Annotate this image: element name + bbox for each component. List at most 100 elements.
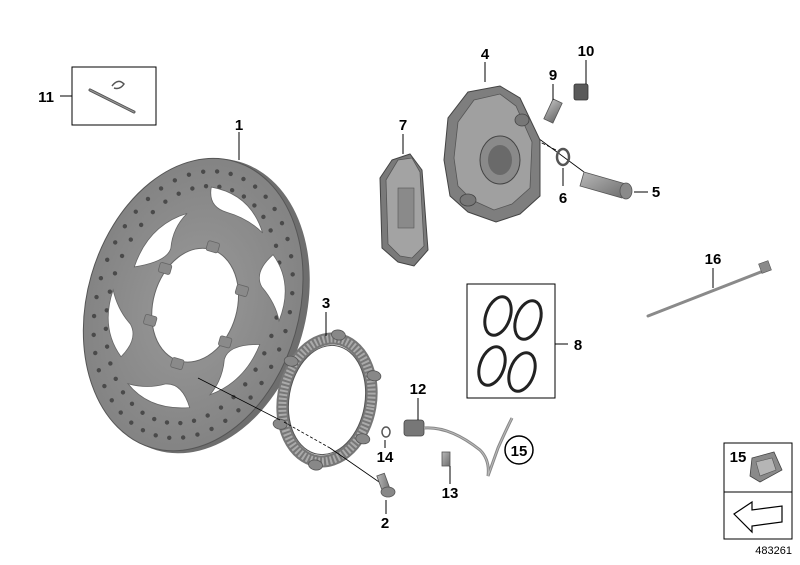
abs-sensor-part — [381, 398, 514, 484]
disc-drill-hole — [104, 344, 110, 349]
disc-drill-hole — [103, 326, 109, 331]
circled-reference-label: 15 — [511, 443, 528, 460]
caliper-bolt-part — [579, 171, 648, 200]
disc-drill-hole — [129, 401, 135, 406]
cable-tie-part — [646, 260, 772, 318]
disc-drill-hole — [94, 294, 99, 300]
disc-drill-hole — [140, 428, 146, 433]
callout-5: 5 — [652, 184, 660, 201]
disc-drill-hole — [263, 194, 268, 199]
bleed-cap-part — [573, 60, 589, 101]
disc-drill-hole — [167, 435, 172, 440]
bolt-part — [376, 472, 396, 514]
callout-3: 3 — [322, 295, 330, 312]
disc-drill-hole — [283, 328, 288, 334]
disc-drill-hole — [104, 308, 109, 313]
disc-drill-hole — [209, 426, 214, 432]
disc-drill-hole — [98, 275, 104, 281]
disc-drill-hole — [252, 184, 258, 189]
disc-drill-hole — [109, 398, 114, 403]
brake-disc-part — [82, 132, 310, 454]
disc-drill-hole — [91, 332, 96, 338]
bleed-valve-part — [543, 84, 563, 124]
disc-drill-hole — [248, 395, 253, 400]
disc-drill-hole — [279, 220, 285, 226]
disc-drill-hole — [201, 169, 206, 174]
disc-drill-hole — [229, 188, 235, 193]
disc-drill-hole — [236, 408, 241, 413]
callout-9: 9 — [549, 67, 557, 84]
legend-box: 15 — [723, 442, 793, 540]
disc-drill-hole — [120, 390, 126, 395]
disc-drill-hole — [140, 410, 145, 415]
disc-drill-hole — [145, 196, 151, 202]
disc-drill-hole — [273, 243, 279, 248]
disc-drill-hole — [243, 382, 248, 387]
arrow-down-left-icon — [733, 500, 783, 534]
disc-drill-hole — [118, 410, 123, 415]
brake-pad-part — [379, 134, 429, 267]
disc-drill-hole — [113, 240, 118, 245]
disc-drill-hole — [285, 236, 290, 242]
disc-drill-hole — [252, 203, 257, 208]
disc-drill-hole — [214, 169, 220, 174]
disc-drill-hole — [262, 351, 267, 356]
disc-drill-hole — [163, 199, 168, 204]
disc-drill-hole — [269, 333, 274, 339]
disc-drill-hole — [203, 183, 209, 189]
disc-drill-hole — [164, 420, 170, 425]
disc-drill-hole — [288, 254, 294, 259]
disc-drill-hole — [276, 347, 282, 352]
callout-16: 16 — [705, 251, 722, 268]
disc-drill-hole — [241, 194, 247, 199]
callout-11: 11 — [38, 89, 54, 106]
disc-drill-hole — [205, 413, 210, 418]
disc-drill-hole — [133, 209, 138, 214]
disc-drill-hole — [122, 224, 128, 229]
disc-drill-hole — [268, 228, 273, 233]
disc-drill-hole — [253, 367, 258, 372]
disc-drill-hole — [290, 272, 295, 277]
disc-drill-hole — [172, 178, 178, 183]
disc-drill-hole — [178, 420, 183, 426]
disc-drill-hole — [290, 290, 295, 296]
disc-drill-hole — [113, 376, 118, 382]
disc-drill-hole — [259, 380, 264, 386]
pin-kit-part — [60, 66, 157, 126]
disc-drill-hole — [195, 432, 200, 437]
callout-labels: 1 2 3 4 5 6 7 8 9 10 11 12 13 14 16 — [38, 43, 721, 532]
disc-drill-hole — [91, 313, 97, 319]
disc-drill-hole — [138, 222, 144, 228]
disc-drill-hole — [119, 253, 125, 259]
callout-10: 10 — [578, 43, 595, 60]
disc-drill-hole — [152, 416, 157, 422]
disc-drill-hole — [287, 309, 293, 315]
disc-drill-hole — [105, 257, 110, 262]
seal-kit-part — [466, 283, 568, 399]
disc-drill-hole — [153, 433, 158, 438]
clip-icon — [749, 451, 783, 483]
disc-drill-hole — [96, 368, 102, 373]
legend-box-label: 15 — [730, 449, 747, 466]
image-number: 483261 — [755, 545, 792, 557]
washer-part — [555, 147, 571, 186]
disc-drill-hole — [261, 214, 266, 220]
disc-drill-hole — [268, 364, 274, 370]
disc-drill-hole — [158, 186, 164, 191]
callout-6: 6 — [559, 190, 567, 207]
callout-4: 4 — [481, 46, 490, 63]
disc-drill-hole — [108, 361, 113, 366]
disc-drill-hole — [218, 405, 224, 410]
disc-drill-hole — [180, 435, 186, 440]
disc-drill-hole — [228, 171, 233, 177]
disc-drill-hole — [150, 209, 156, 215]
callout-7: 7 — [399, 117, 407, 134]
disc-drill-hole — [107, 289, 113, 294]
disc-drill-hole — [272, 206, 277, 212]
disc-drill-hole — [112, 271, 118, 276]
callout-2: 2 — [381, 515, 389, 532]
callout-8: 8 — [574, 337, 582, 354]
callout-14: 14 — [377, 449, 394, 466]
